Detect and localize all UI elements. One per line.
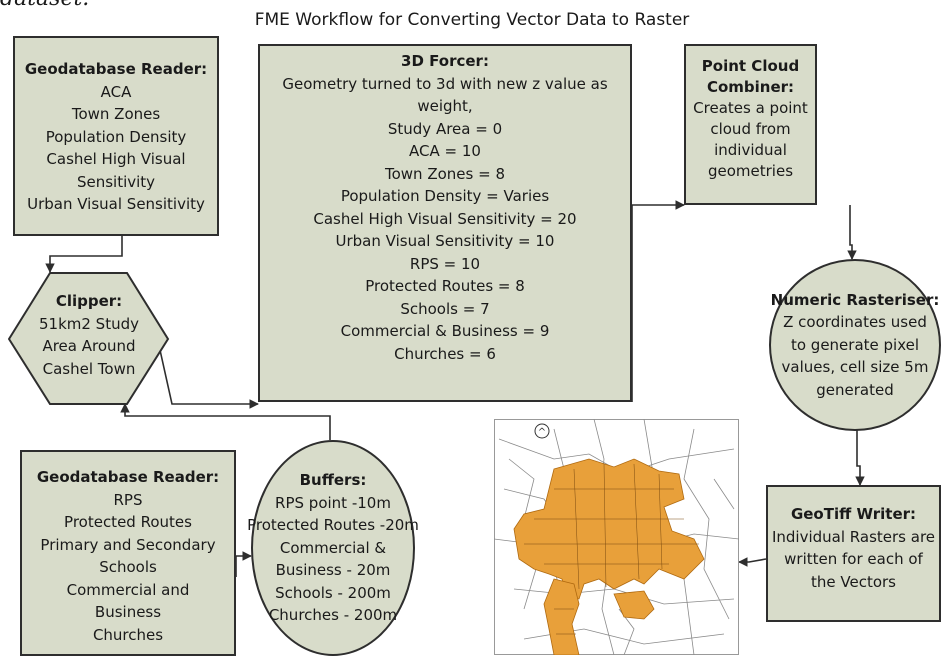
clipper-line: 51km2 Study: [38, 314, 139, 333]
clipper-text: Clipper: 51km2 Study Area Around Cashel …: [8, 290, 170, 380]
point-cloud-combiner-box: Point Cloud Combiner: Creates a point cl…: [684, 44, 817, 205]
buffers-title: Buffers:: [299, 471, 367, 490]
raster-map-image: ^: [494, 419, 739, 655]
reader-1-line: ACA: [100, 82, 132, 101]
combiner-title: Combiner:: [706, 78, 795, 96]
forcer-3d-line: Churches = 6: [394, 344, 496, 363]
buffers-line: RPS point -10m: [275, 493, 391, 512]
reader-2-line: RPS: [113, 490, 143, 509]
rasteriser-title: Numeric Rasteriser:: [770, 290, 940, 309]
forcer-3d-line: Population Density = Varies: [340, 187, 550, 205]
forcer-3d-line: Cashel High Visual Sensitivity = 20: [313, 209, 577, 228]
buffers-line: Protected Routes -20m: [247, 516, 419, 535]
map-highlight-region: [543, 578, 580, 655]
arrow-combiner-to-rasteriser: [847, 205, 857, 260]
north-arrow-symbol: ^: [538, 427, 546, 438]
reader-1-line: Sensitivity: [76, 172, 156, 191]
buffers-line: Schools - 200m: [275, 583, 391, 602]
clipper-hexagon: [8, 272, 170, 405]
reader-1-line: Population Density: [45, 127, 187, 146]
buffers-line: Commercial &: [279, 538, 387, 557]
rasteriser-line: values, cell size 5m: [781, 358, 929, 377]
geodatabase-reader-1-box: Geodatabase Reader: ACA Town Zones Popul…: [13, 36, 219, 236]
combiner-title: Point Cloud: [701, 57, 800, 75]
geotiff-line: written for each of: [784, 550, 923, 568]
forcer-3d-line: Commercial & Business = 9: [340, 322, 550, 340]
forcer-3d-title: 3D Forcer:: [401, 52, 489, 70]
diagram-title: FME Workflow for Converting Vector Data …: [254, 10, 690, 30]
forcer-3d-line: Urban Visual Sensitivity = 10: [335, 232, 555, 250]
map-highlight-region: [613, 590, 655, 620]
reader-2-line: Protected Routes: [64, 513, 192, 531]
buffers-line: Churches - 200m: [268, 606, 398, 625]
arrow-clipper-to-forcer: [159, 349, 259, 409]
reader-2-line: Business: [94, 603, 162, 621]
geodatabase-reader-2-box: Geodatabase Reader: RPS Protected Routes…: [20, 450, 236, 656]
reader-2-line: Churches: [92, 625, 164, 644]
arrow-forcer-to-combiner: [631, 200, 685, 402]
arrow-rasteriser-to-writer: [855, 430, 865, 486]
rasteriser-line: generated: [816, 380, 894, 399]
forcer-3d-line: Study Area = 0: [387, 119, 503, 138]
rasteriser-line: Z coordinates used: [783, 313, 927, 332]
reader-1-line: Cashel High Visual: [46, 150, 186, 168]
reader-1-line: Town Zones: [71, 105, 161, 123]
geodatabase-reader-2-title: Geodatabase Reader:: [36, 468, 220, 486]
forcer-3d-line: Town Zones = 8: [385, 164, 505, 183]
combiner-line: geometries: [707, 162, 794, 180]
buffers-circle: Buffers: RPS point -10m Protected Routes…: [247, 440, 419, 656]
arrow-reader1-to-clipper: [45, 236, 123, 273]
clipper-line: Cashel Town: [42, 359, 136, 378]
reader-1-line: Urban Visual Sensitivity: [27, 195, 205, 213]
clipper-title: Clipper:: [55, 292, 123, 310]
arrow-writer-to-map: [738, 557, 767, 567]
forcer-3d-line: Protected Routes = 8: [365, 277, 525, 295]
forcer-3d-line: Geometry turned to 3d with new z value a…: [282, 74, 608, 93]
geotiff-writer-box: GeoTiff Writer: Individual Rasters are w…: [766, 485, 941, 622]
header-fragment: dataset.: [0, 0, 944, 20]
forcer-3d-line: Schools = 7: [400, 299, 490, 318]
rasteriser-line: to generate pixel: [790, 335, 920, 354]
reader-2-line: Commercial and: [66, 580, 190, 599]
north-arrow-icon: [534, 423, 550, 439]
arrow-buffers-to-clipper: [120, 403, 331, 440]
geotiff-title: GeoTiff Writer:: [790, 505, 917, 523]
clipper-line: Area Around: [42, 337, 136, 355]
forcer-3d-line: ACA = 10: [409, 142, 481, 160]
forcer-3d-box: 3D Forcer: Geometry turned to 3d with ne…: [258, 44, 632, 402]
combiner-line: individual: [714, 141, 787, 159]
buffers-line: Business - 20m: [275, 561, 391, 580]
numeric-rasteriser-circle: Numeric Rasteriser: Z coordinates used t…: [769, 259, 941, 431]
geotiff-line: Individual Rasters are: [771, 527, 936, 546]
reader-2-line: Schools: [99, 558, 157, 576]
combiner-line: cloud from: [710, 120, 791, 138]
geodatabase-reader-1-title: Geodatabase Reader:: [24, 60, 208, 78]
geotiff-line: the Vectors: [811, 572, 896, 591]
arrow-reader2-to-buffers: [235, 551, 252, 577]
forcer-3d-line: RPS = 10: [409, 254, 481, 273]
forcer-3d-line: weight,: [417, 97, 473, 115]
reader-2-line: Primary and Secondary: [40, 535, 216, 554]
combiner-line: Creates a point: [693, 99, 808, 117]
